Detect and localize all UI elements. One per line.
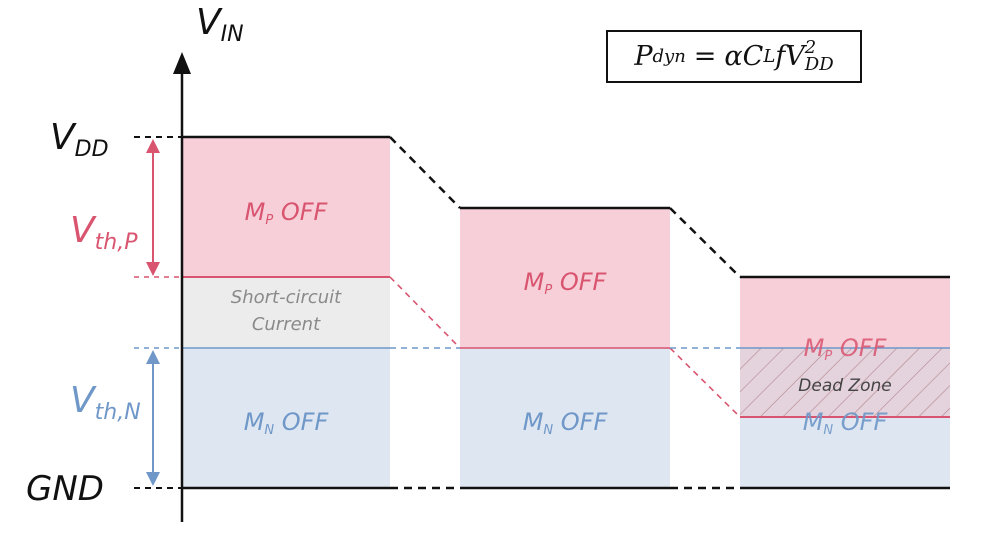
seg2-nmos-off-region	[460, 348, 670, 488]
vthn-arrowhead-down	[146, 472, 160, 486]
seg2-pmos-off-label: MP OFF	[524, 268, 608, 298]
seg1-nmos-off-region	[182, 348, 390, 488]
formula-p-sub: dyn	[652, 46, 686, 67]
vdd-label: VDD	[50, 117, 109, 162]
formula-p: P	[634, 41, 653, 72]
seg1-pmos-off-region	[182, 137, 390, 277]
seg2-pmos-off-region	[460, 208, 670, 348]
vthp-transition-1	[389, 276, 461, 349]
formula-v: V	[785, 41, 805, 72]
vin-axis-arrowhead	[173, 52, 191, 74]
seg3-nmos-off-label: MN OFF	[803, 408, 889, 438]
vdd-transition-2	[669, 207, 741, 278]
vdd-transition-1	[389, 136, 461, 209]
vthp-arrowhead-up	[146, 139, 160, 153]
vthn-arrowhead-up	[146, 350, 160, 364]
gnd-label: GND	[26, 469, 104, 509]
short-circuit-label-line1: Short-circuit	[231, 287, 342, 308]
formula-equals: =	[693, 41, 717, 72]
seg1-short-circuit-region	[182, 277, 390, 348]
vthn-label: Vth,N	[70, 380, 141, 425]
vthp-label: Vth,P	[70, 210, 138, 255]
formula-v-sub: DD	[804, 53, 834, 75]
seg1-nmos-off-label: MN OFF	[244, 408, 330, 438]
dead-zone-label: Dead Zone	[798, 376, 891, 396]
vthp-arrowhead-down	[146, 262, 160, 276]
short-circuit-label-line2: Current	[252, 314, 321, 335]
vin-axis-title: VIN	[196, 2, 244, 47]
formula-f: f	[775, 41, 786, 72]
formula-c: C	[742, 41, 764, 72]
seg3-pmos-off-label: MP OFF	[804, 334, 888, 364]
formula-c-sub: L	[763, 46, 776, 67]
vthp-transition-2	[669, 347, 741, 418]
formula-alpha: α	[724, 41, 743, 72]
seg2-nmos-off-label: MN OFF	[523, 408, 609, 438]
formula-v-sup: 2	[804, 37, 817, 59]
seg1-pmos-off-label: MP OFF	[245, 198, 329, 228]
seg3-dead-zone-hatch	[740, 348, 950, 417]
